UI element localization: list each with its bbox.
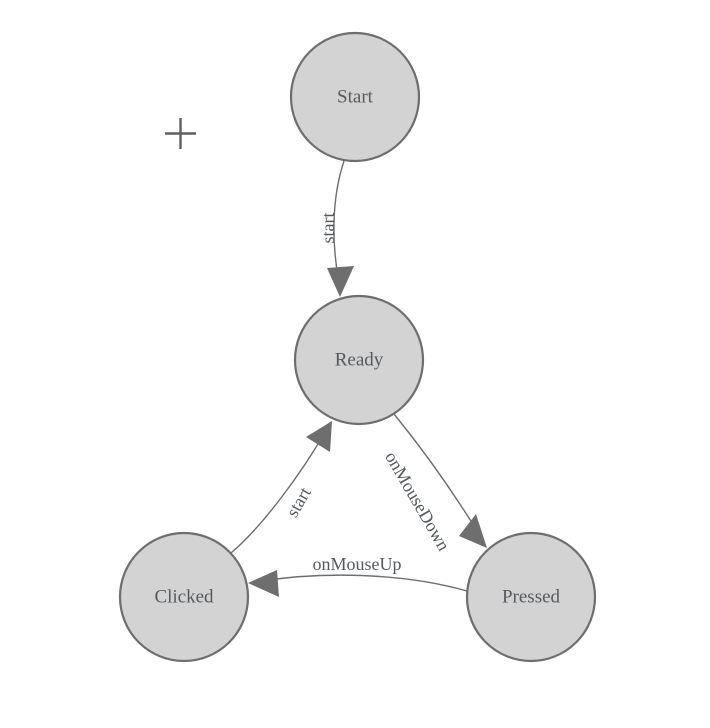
node-clicked[interactable]: Clicked (118, 531, 250, 663)
edge-pressed-to-clicked[interactable]: onMouseUp (248, 554, 468, 597)
node-start-circle (289, 31, 421, 163)
node-ready[interactable]: Ready (293, 294, 425, 426)
node-clicked-circle (118, 531, 250, 663)
edge-label-pressed-to-clicked: onMouseUp (313, 554, 402, 574)
node-ready-label: Ready (335, 349, 384, 370)
node-ready-circle (293, 294, 425, 426)
node-pressed[interactable]: Pressed (465, 531, 597, 663)
node-pressed-label: Pressed (502, 586, 561, 607)
edge-start-to-ready[interactable]: start (318, 160, 354, 297)
arrowhead-into-clicked-from-pressed (248, 570, 279, 597)
edge-ready-to-pressed[interactable]: onMouseDown (381, 413, 487, 554)
arrowhead-into-ready-from-clicked (306, 421, 332, 452)
node-pressed-circle (465, 531, 597, 663)
edge-path-clicked-to-ready (230, 433, 325, 554)
node-clicked-label: Clicked (154, 586, 214, 607)
arrowhead-into-ready-from-start (327, 266, 354, 297)
edge-label-ready-to-pressed: onMouseDown (381, 448, 454, 554)
edge-path-pressed-to-clicked (261, 574, 468, 592)
arrowhead-into-pressed-from-ready (459, 514, 487, 548)
edge-label-start-to-ready: start (318, 213, 338, 244)
node-start-label: Start (337, 86, 374, 107)
node-start[interactable]: Start (289, 31, 421, 163)
crosshair-marker[interactable] (165, 118, 196, 149)
edge-path-ready-to-pressed (393, 413, 480, 535)
edge-clicked-to-ready[interactable]: start (230, 421, 332, 554)
